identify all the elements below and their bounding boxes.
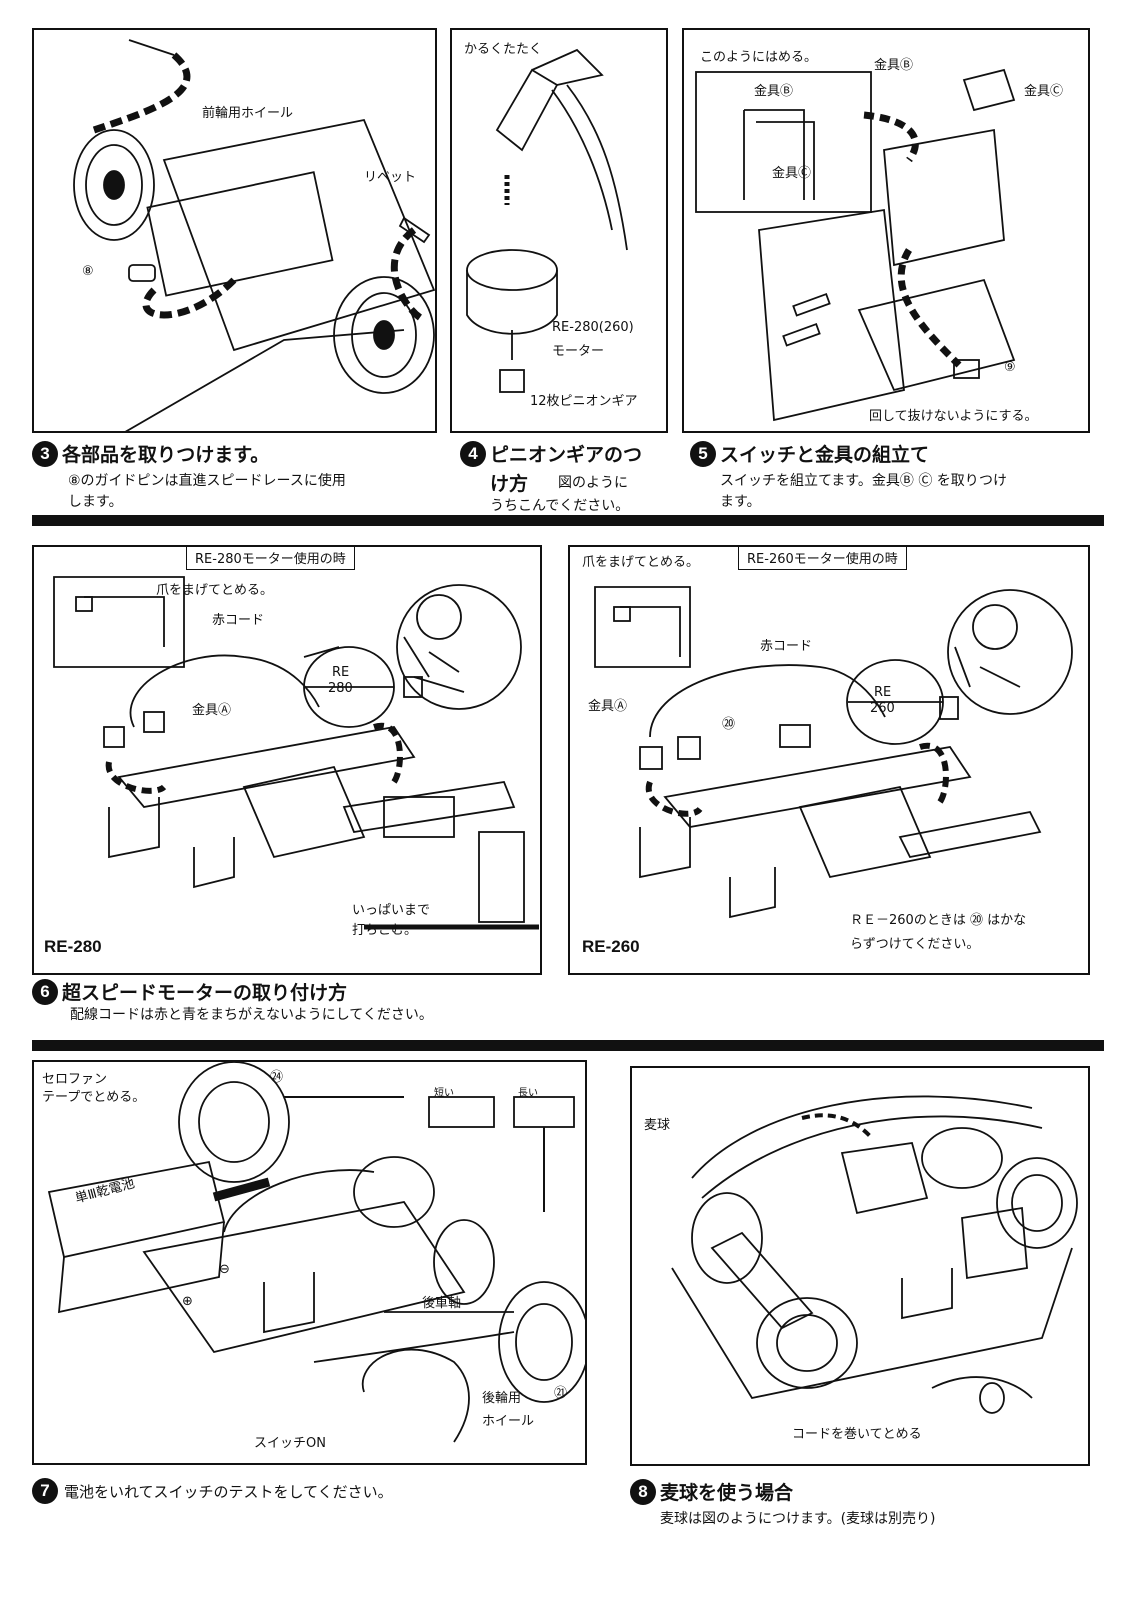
rear-wheel-label-2: ホイール (482, 1414, 535, 1429)
rivet-label: リベット (364, 170, 417, 185)
step-4-title-2: け方 (490, 473, 529, 495)
inset-bracket-c-label: 金具Ⓒ (772, 166, 812, 181)
re280-motor-install-drawing (53, 576, 539, 930)
fit-like-this-label: このようにはめる。 (700, 50, 818, 65)
pinion-hammer-drawing (466, 48, 628, 393)
bracket-b-label: 金具Ⓑ (874, 58, 914, 73)
mugi-bulb-label: 麦球 (644, 1118, 671, 1133)
minus-terminal-label: ⊖ (219, 1262, 230, 1277)
re260-red-cord-label: 赤コード (760, 639, 813, 654)
step-6-number: 6 (32, 978, 58, 1005)
tap-lightly-label: かるくたたく (464, 42, 543, 57)
re260-tag: RE-260 (582, 937, 640, 956)
step-5-desc-line2: ます。 (720, 494, 761, 510)
re280-tag: RE-280 (44, 937, 102, 956)
panel-step4-illustration: かるくたたく RE-280(260) モーター 12枚ピニオンギア (450, 28, 668, 433)
section-divider-2 (32, 1040, 1104, 1051)
re260-motor-label-1: RE (874, 685, 892, 700)
part-21-label: ㉑ (554, 1386, 568, 1401)
plus-terminal-label: ⊕ (182, 1294, 193, 1309)
wheel-assembly-drawing (73, 39, 435, 431)
step-3-number: 3 (32, 440, 58, 467)
re260-bend-claw-label: 爪をまげてとめる。 (582, 555, 700, 570)
step-4-desc-line2: うちこんでください。 (490, 498, 630, 514)
step-6-title: 超スピードモーターの取り付け方 (62, 982, 348, 1004)
bulb-install-drawing (671, 1095, 1078, 1414)
re280-hammer-note-1: いっぱいまで (352, 903, 431, 918)
step-7-number: 7 (32, 1478, 58, 1504)
re260-note-2: らずつけてください。 (850, 937, 980, 952)
re280-bend-claw-label: 爪をまげてとめる。 (156, 583, 274, 598)
battery-switch-drawing (47, 1062, 585, 1443)
panel-step3-illustration: 前輪用ホイール リベット ⑧ (32, 28, 437, 433)
motor-label: モーター (552, 344, 605, 359)
step-8-title: 麦球を使う場合 (660, 1482, 794, 1504)
re260-header: RE-260モーター使用の時 (738, 547, 907, 570)
panel-step5-illustration: このようにはめる。 金具Ⓑ 金具Ⓒ 金具Ⓑ 金具Ⓒ ⑨ 回して抜けないようにする… (682, 28, 1090, 433)
switch-bracket-drawing (695, 68, 1016, 422)
part-9-label: ⑨ (1004, 360, 1016, 375)
re260-part-20-label: ⑳ (722, 717, 736, 732)
inset-bracket-b-label: 金具Ⓑ (754, 84, 794, 99)
re260-motor-install-drawing (594, 586, 1073, 919)
re280-bracket-a-label: 金具Ⓐ (192, 703, 232, 718)
wrap-cord-label: コードを巻いてとめる (792, 1427, 922, 1442)
step-4-number: 4 (460, 440, 486, 467)
re280-red-cord-label: 赤コード (212, 613, 265, 628)
re260-note-1: ＲＥ－260のときは ⑳ はかな (850, 913, 1027, 928)
guide-pin-number: ⑧ (82, 264, 94, 279)
step-4-title: ピニオンギアのつ (490, 444, 643, 466)
switch-on-label: スイッチON (254, 1436, 326, 1451)
front-wheel-label: 前輪用ホイール (202, 106, 294, 121)
re280-motor-label-2: 280 (328, 681, 353, 696)
step-8-desc: 麦球は図のようにつけます。(麦球は別売り) (660, 1511, 936, 1527)
panel-re260-illustration: 爪をまげてとめる。 RE-260モーター使用の時 赤コード 金具Ⓐ ⑳ RE 2… (568, 545, 1090, 975)
re260-motor-label-2: 260 (870, 701, 895, 716)
section-divider-1 (32, 515, 1104, 526)
step-3-desc-line1: ⑧のガイドピンは直進スピードレースに使用 (68, 473, 346, 489)
re280-hammer-note-2: 打ちこむ。 (352, 923, 418, 938)
turn-label: 回して抜けないようにする。 (869, 409, 1038, 424)
step-4-desc-inline: 図のように (558, 475, 629, 491)
re260-bracket-a-label: 金具Ⓐ (588, 699, 628, 714)
panel-re280-illustration: RE-280モーター使用の時 爪をまげてとめる。 赤コード 金具Ⓐ RE 280… (32, 545, 542, 975)
step-7-caption: 7 電池をいれてスイッチのテストをしてください。 (32, 1478, 592, 1504)
bracket-c-label: 金具Ⓒ (1024, 84, 1064, 99)
step-5-desc-line1: スイッチを組立てます。金具Ⓑ Ⓒ を取りつけ (720, 473, 1007, 489)
re280-motor-label-1: RE (332, 665, 350, 680)
part-24-label: ㉔ (270, 1070, 284, 1085)
cellophane-label-1: セロファン (42, 1072, 108, 1087)
motor-model-label: RE-280(260) (552, 320, 634, 335)
panel-step8-illustration: 麦球 コードを巻いてとめる (630, 1066, 1090, 1466)
long-label: 長い (518, 1088, 538, 1099)
step-5-number: 5 (690, 440, 716, 467)
cellophane-label-2: テープでとめる。 (42, 1090, 146, 1105)
step-5-title: スイッチと金具の組立て (720, 444, 930, 466)
step-6-desc: 配線コードは赤と青をまちがえないようにしてください。 (70, 1007, 433, 1023)
step-8-number: 8 (630, 1478, 656, 1505)
panel-step7-illustration: セロファン テープでとめる。 ㉔ 短い 長い 単Ⅲ乾電池 ⊖ ⊕ 後車軸 ㉑ 後… (32, 1060, 587, 1465)
rear-wheel-label-1: 後輪用 (482, 1391, 522, 1406)
rear-axle-label: 後車軸 (422, 1296, 462, 1311)
step-7-desc: 電池をいれてスイッチのテストをしてください。 (64, 1482, 393, 1501)
short-label: 短い (434, 1088, 454, 1099)
step-3-desc-line2: します。 (68, 494, 123, 510)
re280-header: RE-280モーター使用の時 (186, 547, 355, 570)
step-3-title: 各部品を取りつけます。 (62, 444, 270, 466)
pinion-gear-label: 12枚ピニオンギア (530, 394, 638, 409)
